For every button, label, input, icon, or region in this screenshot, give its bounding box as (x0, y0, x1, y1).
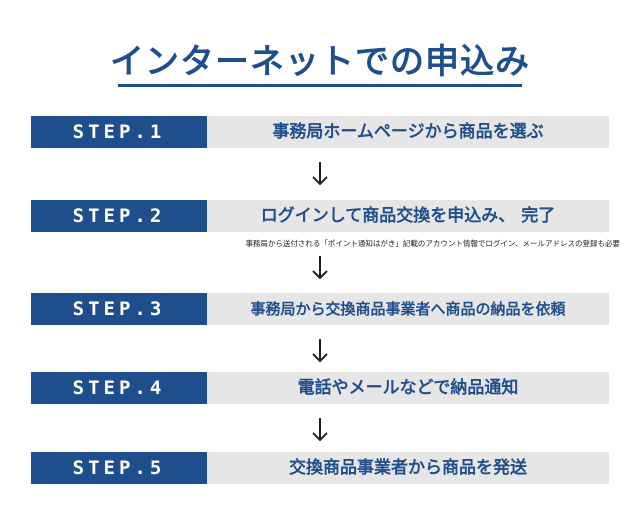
page-title-text: インターネットでの申込み (110, 42, 530, 82)
step-4-text: 電話やメールなどで納品通知 (207, 372, 609, 404)
step-3: STEP.3 事務局から交換商品事業者へ商品の納品を依頼 (31, 293, 609, 325)
arrow-down-icon (310, 339, 330, 363)
arrow-down-icon (310, 256, 330, 280)
step-3-label: STEP.3 (31, 293, 207, 325)
step-3-text: 事務局から交換商品事業者へ商品の納品を依頼 (207, 293, 609, 325)
step-1-label: STEP.1 (31, 116, 207, 148)
step-1-text: 事務局ホームページから商品を選ぶ (207, 116, 609, 148)
arrow-down-icon (310, 418, 330, 442)
page-title: インターネットでの申込み (0, 38, 640, 87)
step-5-label: STEP.5 (31, 452, 207, 484)
step-2-label: STEP.2 (31, 200, 207, 232)
step-2-text: ログインして商品交換を申込み、 完了 (207, 200, 609, 232)
step-4: STEP.4 電話やメールなどで納品通知 (31, 372, 609, 404)
arrow-down-icon (310, 162, 330, 186)
step-5: STEP.5 交換商品事業者から商品を発送 (31, 452, 609, 484)
step-2: STEP.2 ログインして商品交換を申込み、 完了 (31, 200, 609, 232)
step-1: STEP.1 事務局ホームページから商品を選ぶ (31, 116, 609, 148)
login-note: 事務局から送付される「ポイント通知はがき」記載のアカウント情報でログイン、メール… (245, 239, 620, 248)
step-5-text: 交換商品事業者から商品を発送 (207, 452, 609, 484)
step-4-label: STEP.4 (31, 372, 207, 404)
title-underline (118, 84, 522, 87)
